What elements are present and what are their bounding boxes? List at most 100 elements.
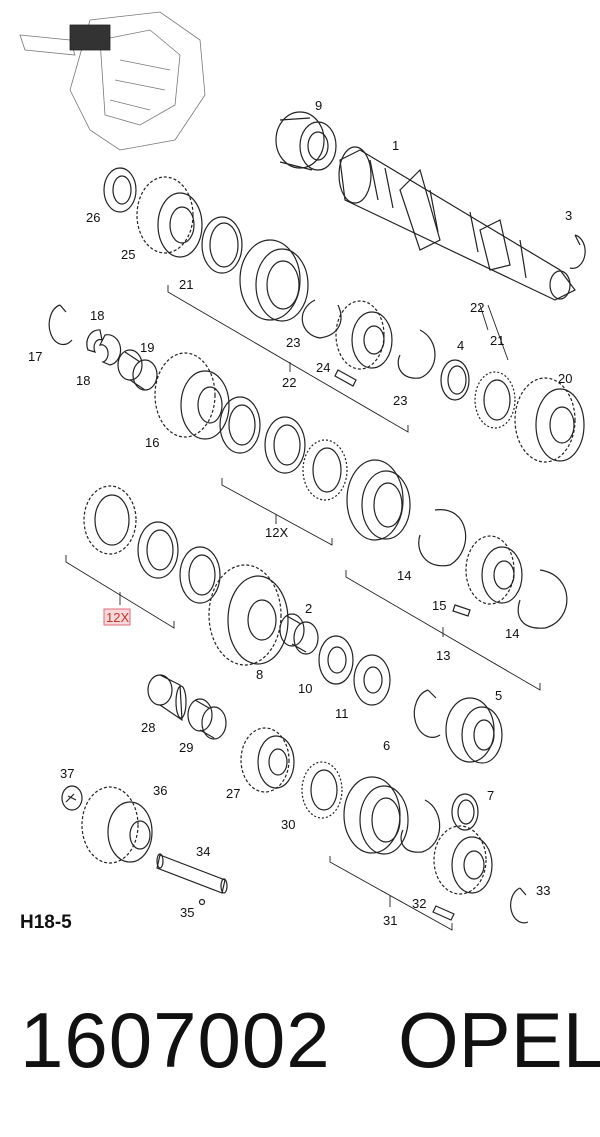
- callout-22-b: 22: [470, 300, 484, 315]
- part-3-circlip: [569, 234, 586, 269]
- part-18-half-washers: [86, 329, 122, 366]
- part-30-synchro-ring: [301, 761, 343, 819]
- part-34-shaft: [156, 853, 228, 894]
- callout-24: 24: [316, 360, 330, 375]
- callout-23-b: 23: [393, 393, 407, 408]
- callout-22-a: 22: [282, 375, 296, 390]
- callout-14-b: 14: [505, 626, 519, 641]
- callout-18-a: 18: [90, 308, 104, 323]
- callout-17: 17: [28, 349, 42, 364]
- callout-12x-highlight: [103, 608, 131, 626]
- callout-12x-b: 12X: [106, 610, 129, 625]
- part-4-ring: [440, 359, 470, 401]
- part-5-bearing: [445, 697, 503, 764]
- part-31-hub: [433, 825, 493, 895]
- callout-12x-a: 12X: [265, 525, 288, 540]
- callout-4: 4: [457, 338, 464, 353]
- callout-30: 30: [281, 817, 295, 832]
- part-15-key: [452, 604, 471, 617]
- part-27-gear: [240, 727, 295, 793]
- callout-18-b: 18: [76, 373, 90, 388]
- part-14-spring-b: [517, 569, 568, 629]
- part-33-circlip: [510, 887, 529, 924]
- part-24-pin: [334, 369, 357, 387]
- part-37-washer: [61, 785, 83, 811]
- part-16-gear: [154, 352, 230, 440]
- part-22-hub: [335, 300, 393, 370]
- callout-23-a: 23: [286, 335, 300, 350]
- callout-3: 3: [565, 208, 572, 223]
- part-28-bush: [147, 674, 187, 722]
- callout-29: 29: [179, 740, 193, 755]
- callout-26: 26: [86, 210, 100, 225]
- callout-7: 7: [487, 788, 494, 803]
- callout-34: 34: [196, 844, 210, 859]
- callout-5: 5: [495, 688, 502, 703]
- callout-36: 36: [153, 783, 167, 798]
- part-23-spring-a: [301, 299, 342, 339]
- part-6-circlip: [413, 689, 441, 738]
- part-26-thrust-washer: [103, 167, 137, 213]
- part-synchro-ring-g: [137, 521, 179, 579]
- part-29-needle-bearing: [187, 698, 227, 740]
- callout-37: 37: [60, 766, 74, 781]
- diagram-code: H18-5: [20, 912, 72, 933]
- part-11-washer: [353, 654, 391, 706]
- part-25-gear: [136, 176, 203, 258]
- part-1-main-shaft: [338, 146, 576, 301]
- callout-25: 25: [121, 247, 135, 262]
- callout-8: 8: [256, 667, 263, 682]
- part-number: 1607002: [20, 996, 331, 1084]
- callout-33: 33: [536, 883, 550, 898]
- exploded-gearbox-diagram: 1 2 3 4 5 6 7 8 9 10 11 12X 12X 13 14 14…: [19, 11, 586, 931]
- part-23-spring-b: [397, 329, 436, 379]
- callout-21-a: 21: [179, 277, 193, 292]
- part-22-sleeve-a: [239, 239, 309, 322]
- part-21-synchro-ring-a: [201, 216, 243, 274]
- callout-35: 35: [180, 905, 194, 920]
- part-35-ball: [198, 898, 206, 906]
- part-synchro-ring-h: [179, 546, 221, 604]
- part-13-hub: [465, 535, 523, 605]
- part-19-needle-bearing: [117, 349, 158, 391]
- part-14-spring-a: [418, 509, 467, 567]
- part-36-gear: [81, 786, 153, 864]
- part-31-sleeve: [343, 776, 409, 855]
- callout-32: 32: [412, 896, 426, 911]
- part-10-washer: [318, 635, 354, 685]
- callout-31: 31: [383, 913, 397, 928]
- callout-labels: 1 2 3 4 5 6 7 8 9 10 11 12X 12X 13 14 14…: [28, 98, 572, 928]
- part-sleeve-b: [346, 459, 411, 541]
- callout-1: 1: [392, 138, 399, 153]
- callout-19: 19: [140, 340, 154, 355]
- brand-name: OPEL: [398, 996, 600, 1084]
- part-2-needle-bearing: [279, 613, 319, 655]
- part-31-spring: [400, 799, 441, 853]
- part-7-ring: [451, 793, 479, 831]
- part-21-synchro-ring-b: [474, 371, 516, 429]
- callout-15: 15: [432, 598, 446, 613]
- gearbox-housing-thumbnail: [19, 11, 206, 151]
- part-17-circlip: [48, 304, 73, 346]
- callout-21-b: 21: [490, 333, 504, 348]
- part-32-pin: [432, 905, 455, 921]
- part-8-large-gear: [208, 564, 289, 666]
- callout-27: 27: [226, 786, 240, 801]
- callout-2: 2: [305, 601, 312, 616]
- part-synchro-ring-e: [302, 439, 348, 501]
- callout-9: 9: [315, 98, 322, 113]
- part-9-bearing: [275, 111, 337, 171]
- part-20-gear: [514, 377, 585, 463]
- callout-13: 13: [436, 648, 450, 663]
- part-synchro-ring-c: [219, 396, 261, 454]
- callout-10: 10: [298, 681, 312, 696]
- callout-16: 16: [145, 435, 159, 450]
- callout-11: 11: [335, 706, 349, 721]
- part-synchro-ring-d: [264, 416, 306, 474]
- group-brackets: [65, 285, 541, 931]
- callout-6: 6: [383, 738, 390, 753]
- part-synchro-ring-f: [83, 485, 137, 555]
- callout-14-a: 14: [397, 568, 411, 583]
- callout-28: 28: [141, 720, 155, 735]
- callout-20: 20: [558, 371, 572, 386]
